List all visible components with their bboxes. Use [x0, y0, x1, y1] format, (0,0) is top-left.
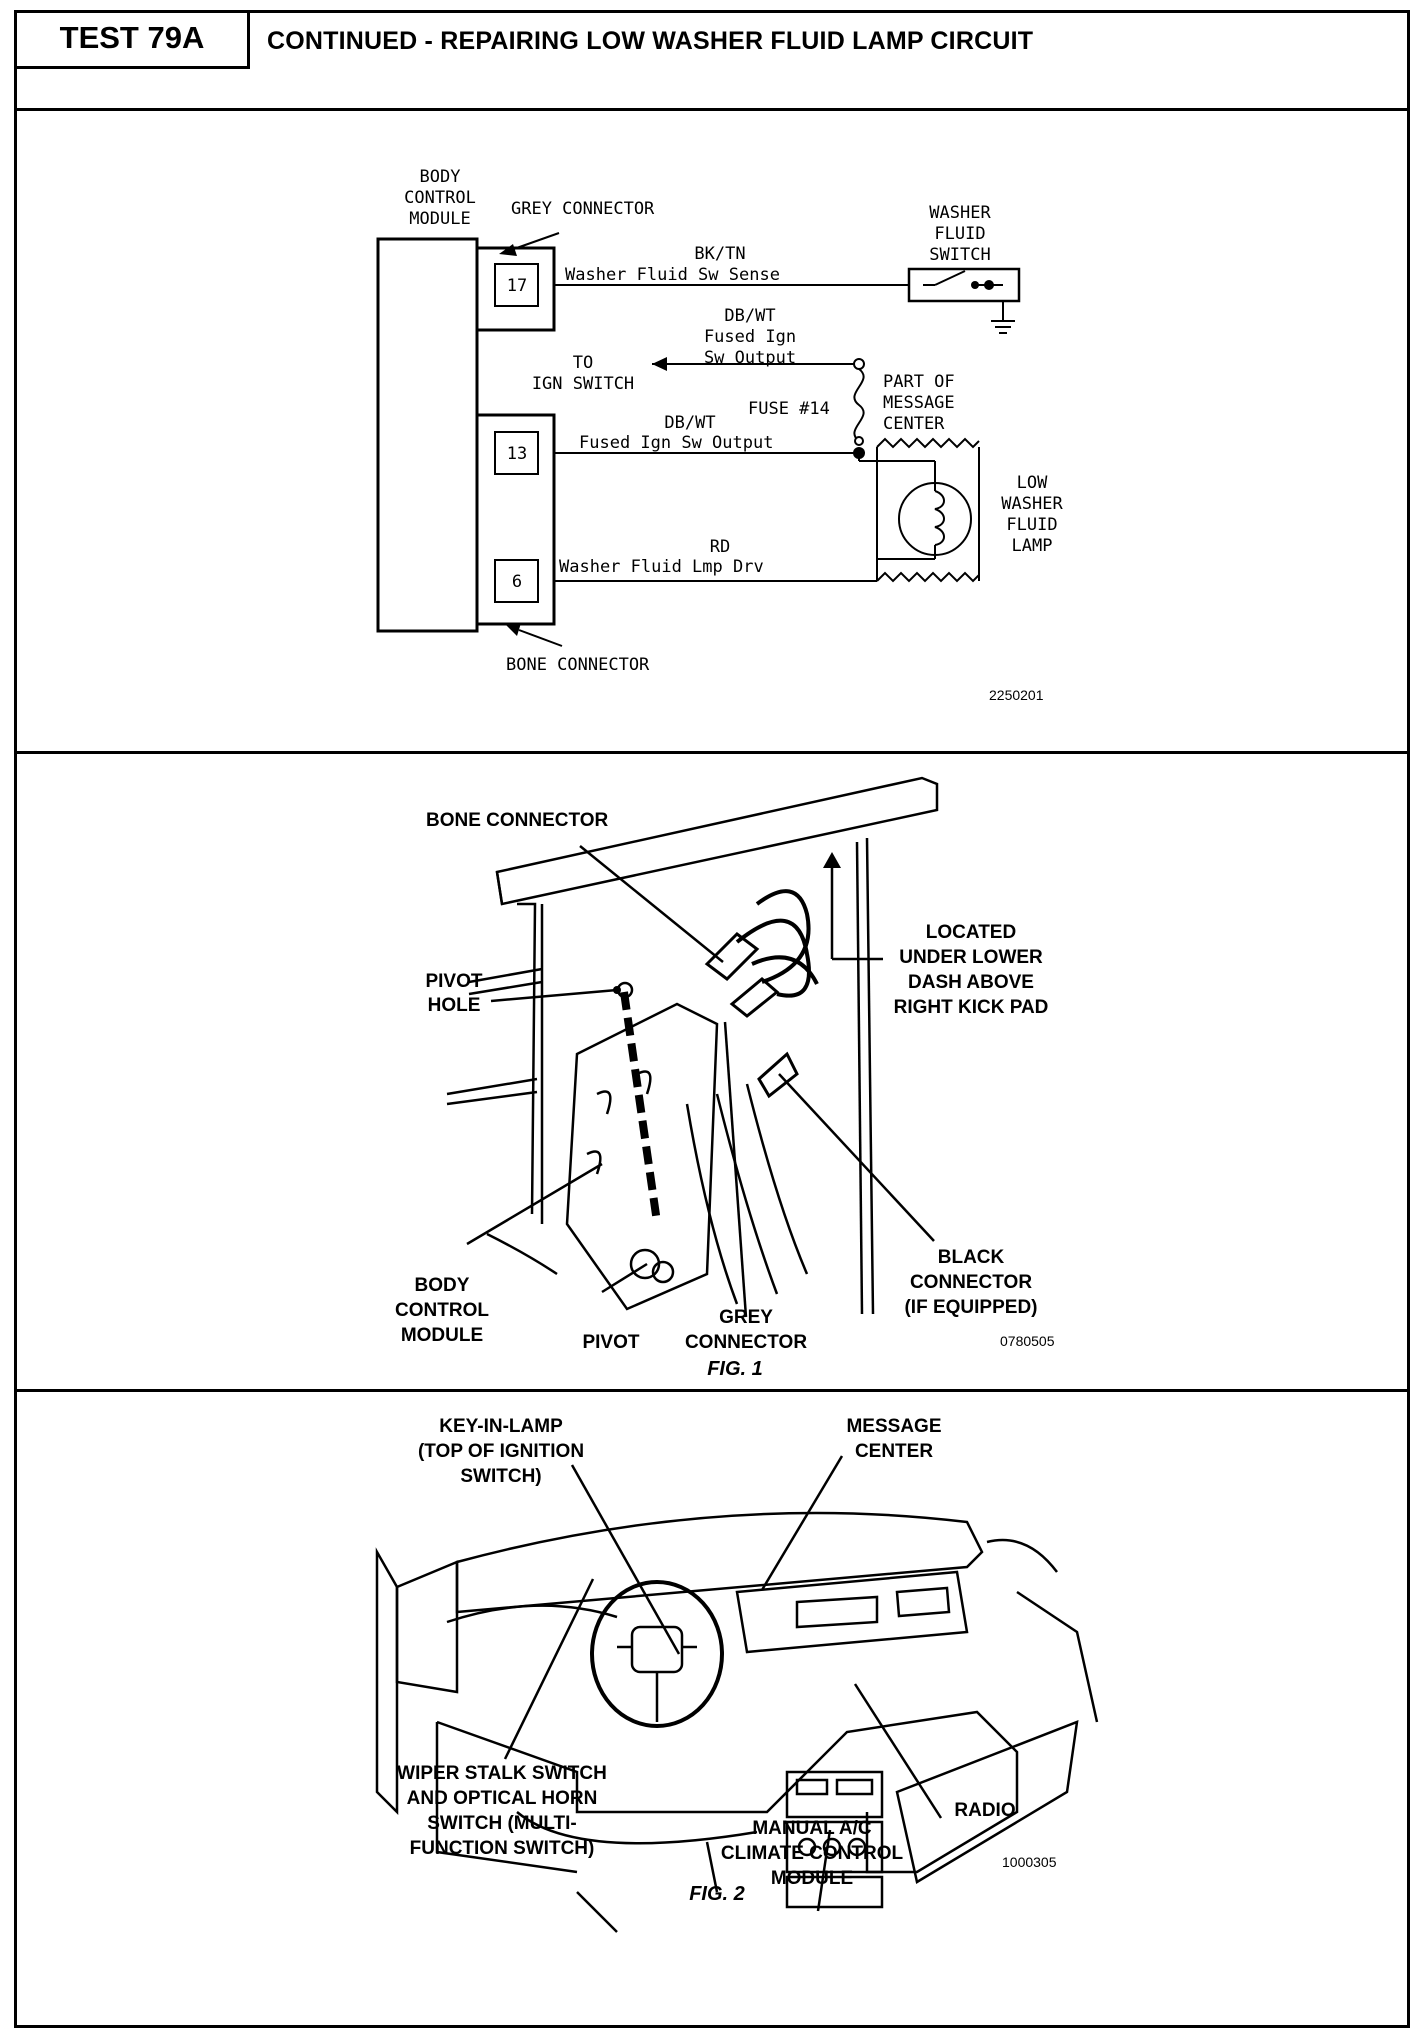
- wire4-color: RD: [710, 537, 730, 557]
- pivot-hole-label-2: HOLE: [428, 995, 481, 1016]
- key-in-lamp-label-3: SWITCH): [460, 1466, 541, 1487]
- test-number: TEST 79A: [17, 13, 250, 69]
- fig1-illustration: BONE CONNECTOR PIVOT HOLE LOCATED UNDER …: [395, 776, 1055, 1380]
- pin6-box: [494, 559, 539, 603]
- lamp-label-3: FLUID: [1006, 515, 1057, 535]
- dash-rail: [495, 776, 939, 906]
- page-header: TEST 79A CONTINUED - REPAIRING LOW WASHE…: [17, 13, 1407, 111]
- pivot-hole-label-1: PIVOT: [425, 971, 482, 992]
- fig1-body-label-3: MODULE: [401, 1325, 483, 1346]
- lamp-filament: [934, 490, 945, 546]
- pin6-label: 6: [512, 572, 522, 592]
- grey-connector-label: GREY CONNECTOR: [511, 199, 655, 219]
- ac-label-1: MANUAL A/C: [752, 1818, 872, 1839]
- bone-connector-label: BONE CONNECTOR: [506, 655, 650, 675]
- ac-label-2: CLIMATE CONTROL: [721, 1843, 904, 1864]
- lamp-label-1: LOW: [1017, 473, 1048, 493]
- pin17-label: 17: [507, 276, 527, 296]
- bcm-label-2: CONTROL: [404, 188, 476, 208]
- message-center-bottom: [876, 571, 980, 583]
- bcm-body-shape: [376, 237, 479, 633]
- key-in-lamp-label-1: KEY-IN-LAMP: [439, 1416, 563, 1437]
- wire2-name-1: Fused Ign: [704, 327, 796, 347]
- msg-center-label-1: PART OF: [883, 372, 955, 392]
- pin13-box: [494, 431, 539, 475]
- wiring-schematic: BODY CONTROL MODULE GREY CONNECTOR 17 13…: [376, 167, 1063, 703]
- fig2-panel: KEY-IN-LAMP (TOP OF IGNITION SWITCH) MES…: [17, 1392, 1407, 2025]
- message-center-top: [876, 437, 980, 449]
- wire1-name: Washer Fluid Sw Sense: [565, 265, 780, 285]
- fig2-message-center-label-1: MESSAGE: [846, 1416, 941, 1437]
- ac-label-3: MODULE: [771, 1868, 853, 1889]
- to-ign-label-2: IGN SWITCH: [532, 374, 634, 394]
- fig2-message-center-label-2: CENTER: [855, 1441, 933, 1462]
- bone-connector-shape: [704, 932, 760, 981]
- fig2-code: 1000305: [1002, 1854, 1057, 1870]
- grey-connector-label-1: GREY: [719, 1307, 773, 1328]
- harness: [735, 918, 811, 998]
- pin13-label: 13: [507, 444, 527, 464]
- bcm-label-3: MODULE: [409, 209, 470, 229]
- located-label-3: DASH ABOVE: [908, 972, 1034, 993]
- fuse-label: FUSE #14: [748, 399, 830, 419]
- radio-unit: [785, 1770, 884, 1819]
- located-label-1: LOCATED: [926, 922, 1016, 943]
- switch-box: [907, 267, 1021, 303]
- located-label-4: RIGHT KICK PAD: [894, 997, 1049, 1018]
- pivot-label: PIVOT: [582, 1332, 639, 1353]
- wire1-color: BK/TN: [694, 244, 745, 264]
- wiper-label-3: SWITCH (MULTI-: [427, 1813, 577, 1834]
- dash-top: [455, 1511, 984, 1614]
- wire3-name: Fused Ign Sw Output: [579, 433, 773, 453]
- lamp-label-4: LAMP: [1012, 536, 1053, 556]
- climate-control-unit: [785, 1820, 884, 1874]
- wiper-label-4: FUNCTION SWITCH): [410, 1838, 595, 1859]
- pin17-box: [494, 263, 539, 307]
- fig1-code: 0780505: [1000, 1333, 1055, 1349]
- black-connector-label-2: CONNECTOR: [910, 1272, 1032, 1293]
- fig2-caption: FIG. 2: [689, 1883, 745, 1905]
- to-ign-label-1: TO: [573, 353, 593, 373]
- fig2-illustration: KEY-IN-LAMP (TOP OF IGNITION SWITCH) MES…: [375, 1416, 1099, 1933]
- fig1-bone-connector-label: BONE CONNECTOR: [426, 810, 609, 831]
- msg-center-label-3: CENTER: [883, 414, 945, 434]
- fig1-body-label-2: CONTROL: [395, 1300, 489, 1321]
- fig1-caption: FIG. 1: [707, 1358, 763, 1380]
- bcm-module-shape: [565, 1002, 719, 1311]
- key-in-lamp-label-2: (TOP OF IGNITION: [418, 1441, 584, 1462]
- fuse-symbol: [853, 368, 865, 442]
- wire2-name-2: Sw Output: [704, 348, 796, 368]
- steering-hub: [630, 1625, 684, 1674]
- switch-label-2: FLUID: [934, 224, 985, 244]
- fig1-panel: BONE CONNECTOR PIVOT HOLE LOCATED UNDER …: [17, 754, 1407, 1392]
- lamp-label-2: WASHER: [1001, 494, 1063, 514]
- wire4-name: Washer Fluid Lmp Drv: [559, 557, 764, 577]
- pivot-path: [620, 991, 661, 1223]
- located-label-2: UNDER LOWER: [899, 947, 1043, 968]
- schematic-panel: BODY CONTROL MODULE GREY CONNECTOR 17 13…: [17, 111, 1407, 754]
- grey-connector-label-2: CONNECTOR: [685, 1332, 807, 1353]
- schematic-code: 2250201: [989, 687, 1044, 703]
- wiper-label-2: AND OPTICAL HORN: [407, 1788, 598, 1809]
- grey-connector-shape: [729, 977, 780, 1018]
- switch-label-3: SWITCH: [929, 245, 990, 265]
- fig1-body-label-1: BODY: [415, 1275, 470, 1296]
- wiper-label-1: WIPER STALK SWITCH: [397, 1763, 607, 1784]
- manual-page: TEST 79A CONTINUED - REPAIRING LOW WASHE…: [14, 10, 1410, 2028]
- page-title: CONTINUED - REPAIRING LOW WASHER FLUID L…: [267, 27, 1034, 55]
- black-connector-label-3: (IF EQUIPPED): [904, 1297, 1037, 1318]
- glovebox: [895, 1720, 1079, 1884]
- steering-wheel: [590, 1580, 724, 1728]
- radio-label: RADIO: [954, 1800, 1015, 1821]
- bcm-label-1: BODY: [420, 167, 461, 187]
- black-connector-shape: [757, 1051, 799, 1099]
- wire3-color: DB/WT: [664, 413, 715, 433]
- black-connector-label-1: BLACK: [938, 1247, 1005, 1268]
- msg-center-label-2: MESSAGE: [883, 393, 955, 413]
- switch-label-1: WASHER: [929, 203, 991, 223]
- wire2-color: DB/WT: [724, 306, 775, 326]
